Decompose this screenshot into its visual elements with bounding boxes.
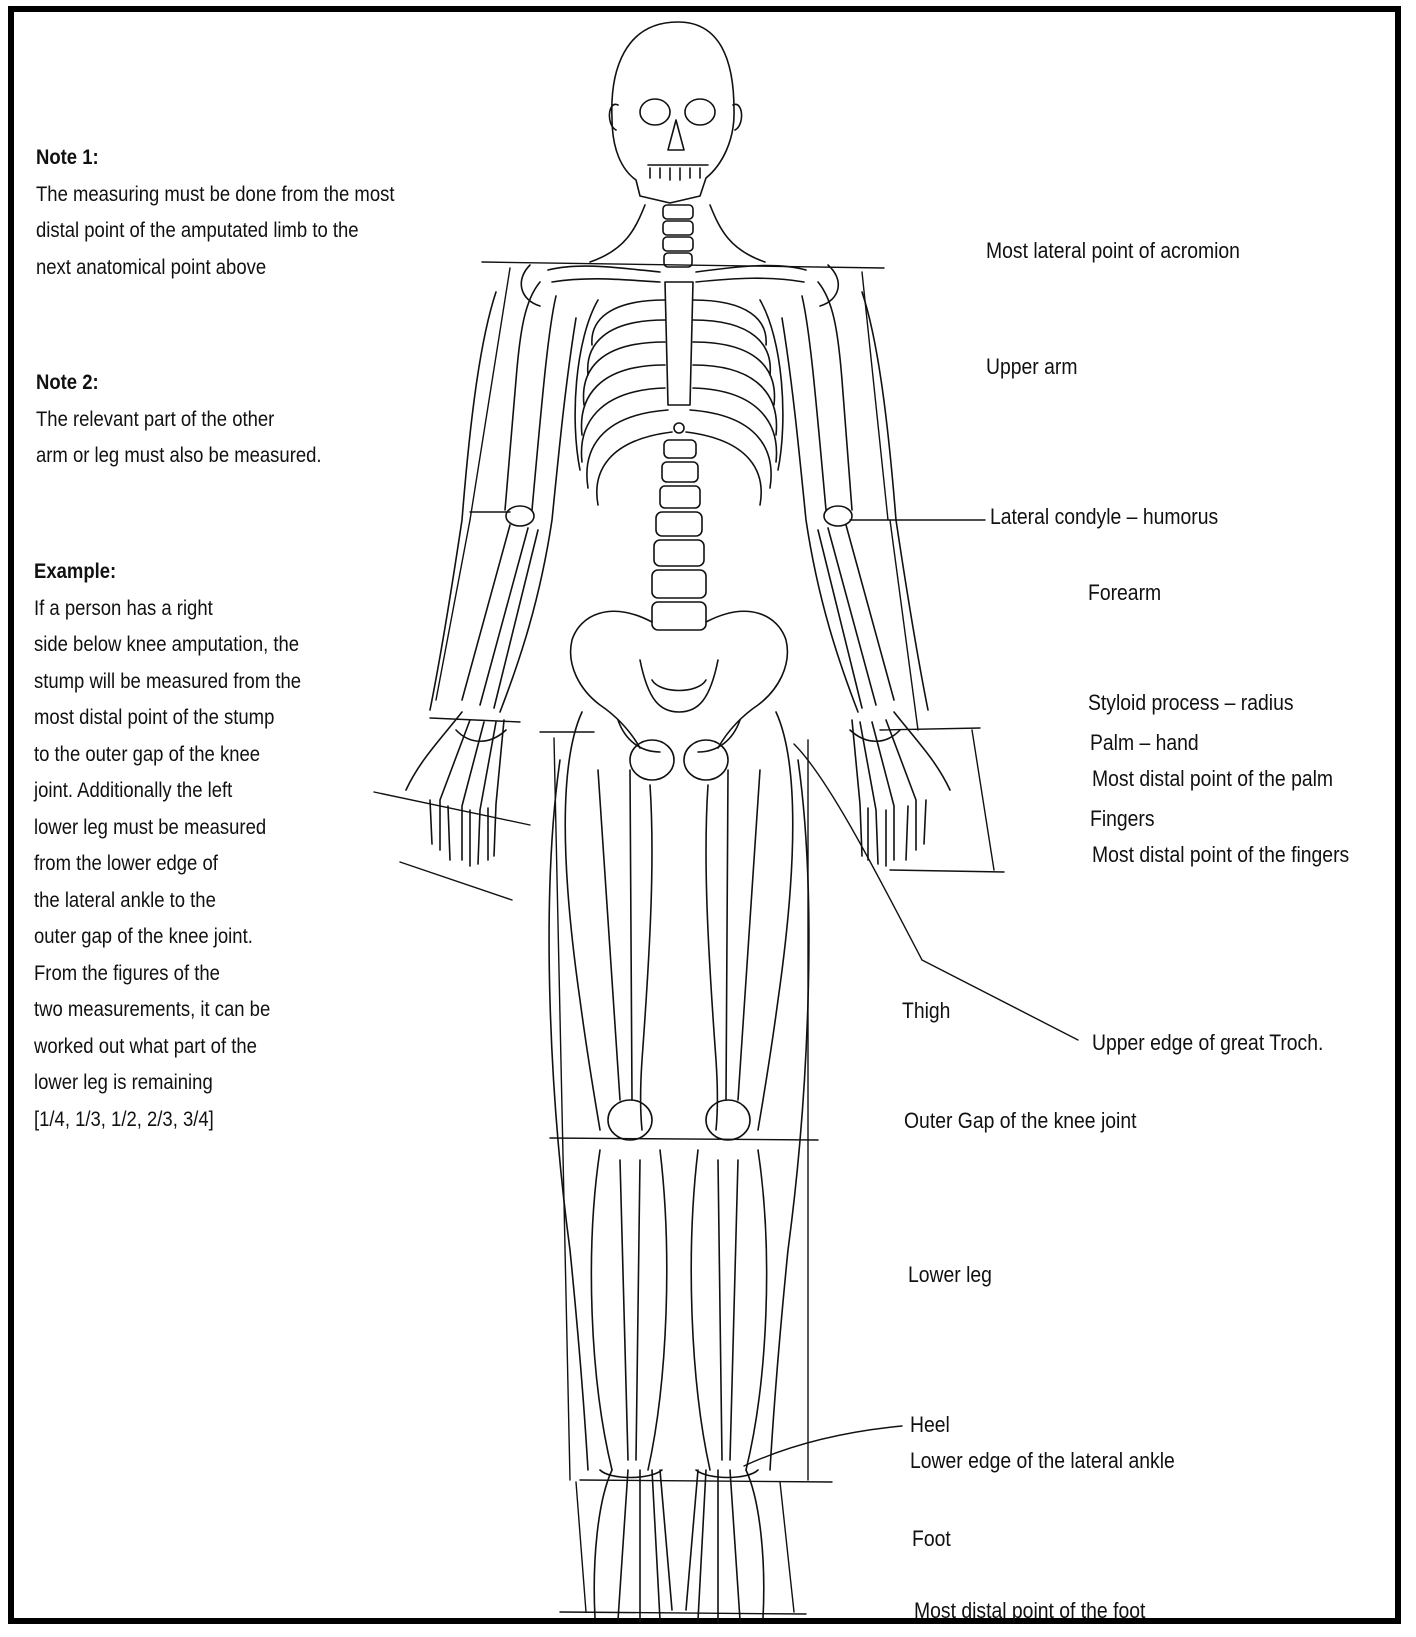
pelvis (571, 611, 788, 780)
label-foot: Foot (912, 1526, 951, 1552)
measurement-lines (374, 262, 1078, 1614)
label-knee: Outer Gap of the knee joint (904, 1108, 1136, 1134)
legs (549, 712, 809, 1470)
example-line: outer gap of the knee joint. (34, 919, 301, 956)
note-2-line: The relevant part of the other (36, 402, 322, 439)
arm-left (406, 282, 576, 866)
example-line: worked out what part of the (34, 1029, 301, 1066)
note-2-line: arm or leg must also be measured. (36, 438, 322, 475)
label-forearm: Forearm (1088, 580, 1161, 606)
ribcage (575, 282, 783, 505)
note-2: Note 2: The relevant part of the other a… (36, 365, 322, 475)
example-line: joint. Additionally the left (34, 773, 301, 810)
example-line: most distal point of the stump (34, 700, 301, 737)
example-line: two measurements, it can be (34, 992, 301, 1029)
note-1-line: The measuring must be done from the most (36, 177, 394, 214)
note-1-line: distal point of the amputated limb to th… (36, 213, 394, 250)
skull (609, 22, 741, 203)
neck-vertebrae (590, 205, 765, 267)
shoulders-clavicles (521, 265, 838, 306)
label-foot-distal: Most distal point of the foot (914, 1598, 1145, 1624)
label-troch: Upper edge of great Troch. (1092, 1030, 1323, 1056)
label-fingers: Fingers (1090, 806, 1155, 832)
label-palm-distal: Most distal point of the palm (1092, 766, 1333, 792)
example-heading: Example: (34, 554, 301, 591)
label-ankle: Lower edge of the lateral ankle (910, 1448, 1175, 1474)
label-upper-arm: Upper arm (986, 354, 1077, 380)
label-styloid: Styloid process – radius (1088, 690, 1294, 716)
example-line: [1/4, 1/3, 1/2, 2/3, 3/4] (34, 1102, 301, 1139)
example-line: lower leg is remaining (34, 1065, 301, 1102)
example-line: From the figures of the (34, 956, 301, 993)
label-acromion: Most lateral point of acromion (986, 238, 1240, 264)
label-fingers-distal: Most distal point of the fingers (1092, 842, 1349, 868)
label-thigh: Thigh (902, 998, 950, 1024)
label-palm: Palm – hand (1090, 730, 1199, 756)
example-line: lower leg must be measured (34, 810, 301, 847)
spine (652, 440, 706, 630)
example-line: to the outer gap of the knee (34, 737, 301, 774)
example-line: the lateral ankle to the (34, 883, 301, 920)
arm-right (782, 282, 950, 866)
example-line: side below knee amputation, the (34, 627, 301, 664)
example-line: If a person has a right (34, 591, 301, 628)
note-2-heading: Note 2: (36, 365, 322, 402)
label-heel: Heel (910, 1412, 950, 1438)
label-lower-leg: Lower leg (908, 1262, 992, 1288)
example-line: stump will be measured from the (34, 664, 301, 701)
label-lateral-condyle: Lateral condyle – humorus (990, 504, 1218, 530)
example-note: Example: If a person has a right side be… (34, 554, 301, 1138)
note-1: Note 1: The measuring must be done from … (36, 140, 394, 286)
feet (594, 1470, 764, 1622)
note-1-heading: Note 1: (36, 140, 394, 177)
note-1-line: next anatomical point above (36, 250, 394, 287)
example-line: from the lower edge of (34, 846, 301, 883)
